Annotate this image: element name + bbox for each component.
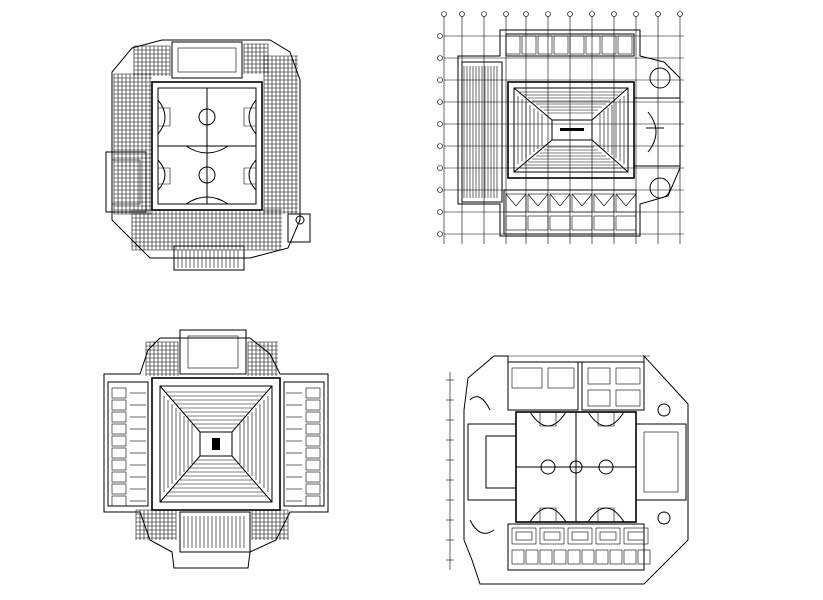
corner-hatch-blocks xyxy=(135,341,289,540)
bottom-rooms xyxy=(511,527,651,565)
plan-top-right xyxy=(437,11,684,244)
left-seating-block xyxy=(463,66,498,198)
plan-bottom-right xyxy=(446,354,689,585)
entrance-stairs xyxy=(183,516,245,548)
hatch-right-wing xyxy=(243,43,298,214)
top-room-row xyxy=(505,35,633,55)
bowl-seating-rows xyxy=(163,391,269,497)
bottom-stairs xyxy=(177,250,239,268)
dimension-lines xyxy=(446,355,650,570)
bottom-room-row xyxy=(505,193,637,231)
top-rooms xyxy=(511,367,641,407)
side-wing-details xyxy=(111,387,321,507)
seating-rows xyxy=(517,91,625,169)
plan-bottom-left xyxy=(103,329,329,569)
hatch-bottom-wing xyxy=(131,209,282,251)
plan-top-left xyxy=(105,39,311,271)
hatch-left-wing xyxy=(113,45,171,215)
